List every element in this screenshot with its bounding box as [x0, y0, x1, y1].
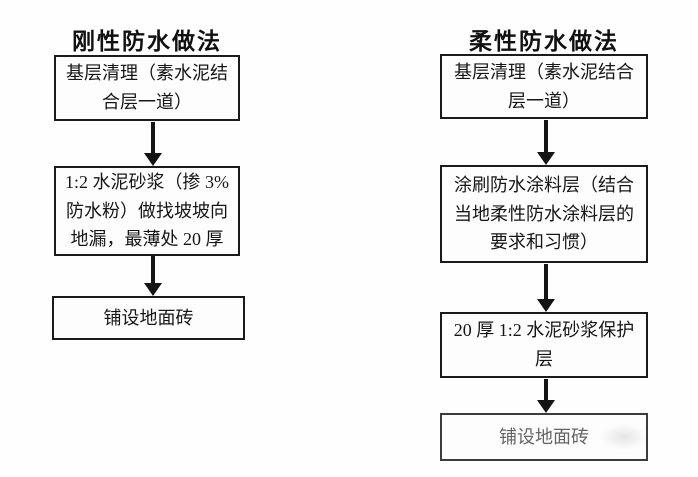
- flow-title-flexible: 柔性防水做法: [469, 29, 619, 54]
- flow-step-box-rigid-1: 基层清理（素水泥结合层一道）: [54, 55, 240, 121]
- arrow-stem: [544, 264, 548, 299]
- arrow-stem: [544, 120, 548, 152]
- arrow-down-icon: [537, 264, 555, 312]
- arrow-head: [144, 153, 162, 166]
- flow-step-box-flexible-4: 铺设地面砖: [440, 413, 648, 461]
- arrow-stem: [151, 256, 155, 283]
- arrow-head: [144, 283, 162, 296]
- flow-title-rigid: 刚性防水做法: [72, 29, 222, 54]
- arrow-head: [537, 299, 555, 312]
- arrow-stem: [544, 379, 548, 400]
- arrow-head: [537, 152, 555, 165]
- flow-step-box-flexible-2: 涂刷防水涂料层（结合当地柔性防水涂料层的要求和习惯）: [440, 165, 648, 263]
- arrow-down-icon: [144, 122, 162, 166]
- arrow-down-icon: [537, 379, 555, 413]
- flow-step-box-flexible-1: 基层清理（素水泥结合层一道）: [440, 54, 648, 119]
- arrow-head: [537, 400, 555, 413]
- arrow-down-icon: [537, 120, 555, 165]
- arrow-down-icon: [144, 256, 162, 296]
- flow-step-box-rigid-2: 1:2 水泥砂浆（掺 3% 防水粉）做找坡坡向地漏，最薄处 20 厚: [54, 166, 240, 256]
- arrow-stem: [151, 122, 155, 153]
- flow-step-box-flexible-3: 20 厚 1:2 水泥砂浆保护层: [440, 312, 648, 378]
- flow-step-box-rigid-3: 铺设地面砖: [52, 296, 245, 340]
